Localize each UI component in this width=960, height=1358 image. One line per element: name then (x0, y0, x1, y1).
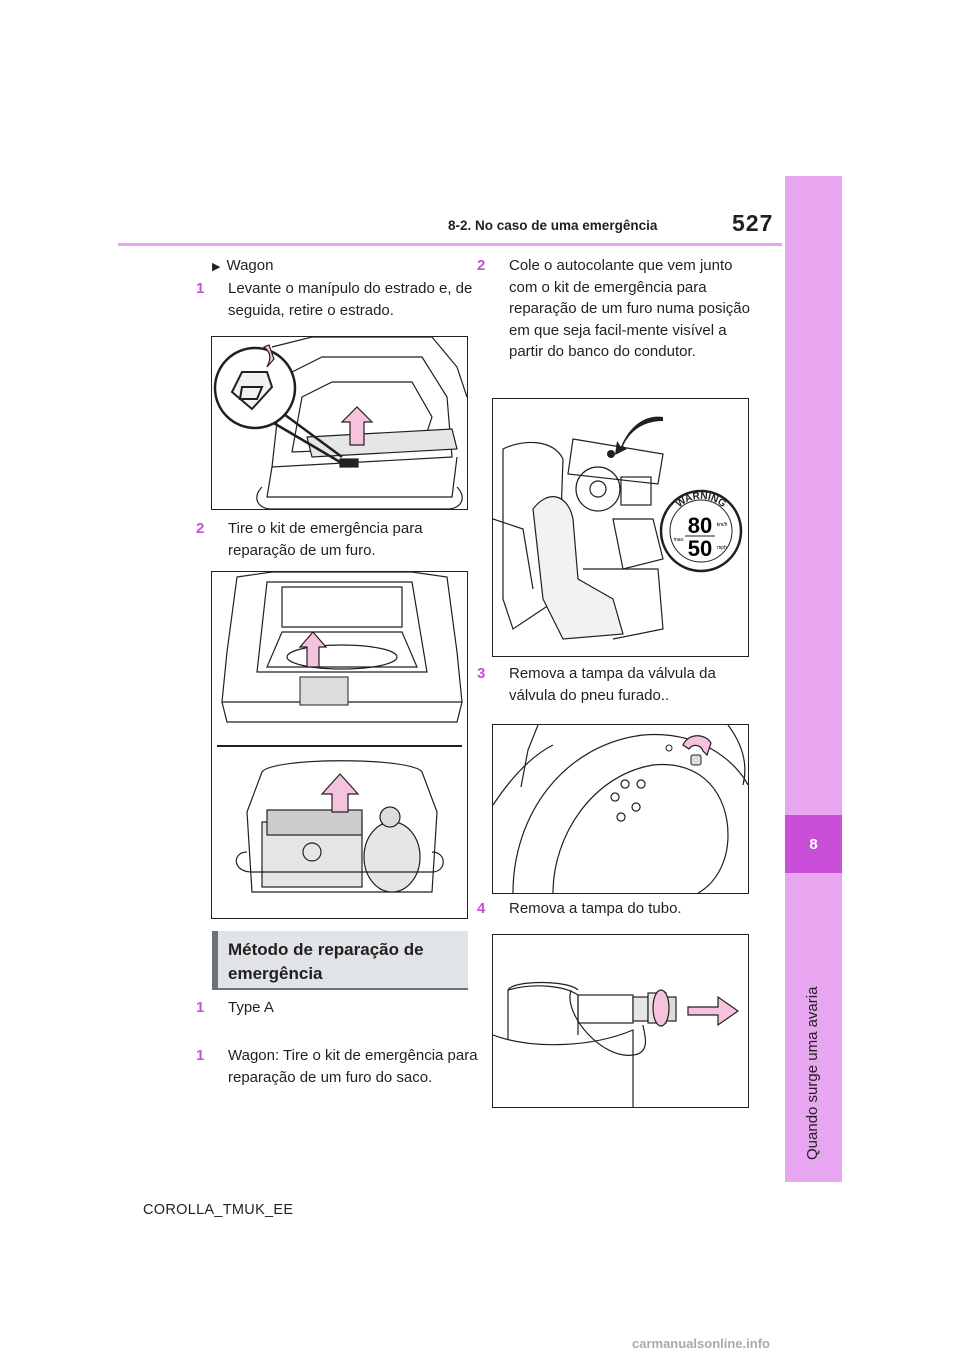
step-number: 2 (477, 257, 486, 274)
sticker-position-dot (607, 450, 615, 458)
section-title: 8-2. No caso de uma emergência (448, 218, 658, 233)
step-text: Remova a tampa do tubo. (509, 900, 682, 917)
figure-trunk-board (211, 336, 468, 510)
chapter-title: Quando surge uma avaria (800, 880, 828, 1160)
chapter-title-text: Quando surge uma avaria (804, 986, 821, 1160)
step-text: Cole o autocolante que vem junto com o k… (509, 257, 750, 360)
step-number: 4 (477, 900, 486, 917)
step-3-remove-valve-cap: 3 Remova a tampa da válvula da válvula do… (477, 663, 764, 706)
triangle-bullet-icon: ▶ (212, 261, 221, 273)
chapter-number-box[interactable]: 8 (785, 815, 842, 873)
speed-top: 80 (688, 513, 712, 538)
document-code: COROLLA_TMUK_EE (143, 1202, 294, 1218)
watermark: carmanualsonline.info (632, 1336, 770, 1351)
wagon-subheading: ▶ Wagon (212, 255, 273, 279)
interior-illustration: WARNING 80 50 km/h mph max. (493, 416, 743, 640)
step-text: Type A (228, 999, 274, 1016)
figure-valve-cap (492, 724, 749, 894)
max-label: max. (674, 537, 685, 543)
up-arrow-icon (340, 406, 374, 446)
step-4-remove-tube-cap: 4 Remova a tampa do tubo. (477, 898, 764, 920)
warning-sticker: WARNING 80 50 km/h mph max. (659, 489, 743, 573)
up-arrow-icon (320, 773, 360, 813)
step-number: 3 (477, 665, 486, 682)
speed-bottom: 50 (688, 536, 712, 561)
step-text: Remova a tampa da válvula da válvula do … (509, 665, 716, 704)
step-text: Levante o manípulo do estrado e, de segu… (228, 280, 473, 319)
wagon-take-kit-item: 1 Wagon: Tire o kit de emergência para re… (196, 1045, 486, 1088)
subheading-text: Wagon (226, 257, 274, 274)
up-arrow-icon (298, 631, 328, 668)
figure-warning-sticker: WARNING 80 50 km/h mph max. (492, 398, 749, 657)
step-text: Tire o kit de emergência para reparação … (228, 520, 423, 559)
emergency-kit-illustration (217, 572, 463, 893)
right-arrow-icon (687, 995, 740, 1027)
heading-underline (212, 988, 468, 990)
step-1-lift-board: 1 Levante o manípulo do estrado e, de seg… (196, 278, 478, 321)
step-number: 2 (196, 520, 205, 537)
figure-emergency-kit (211, 571, 468, 919)
rotate-arrow-icon (652, 989, 670, 1027)
trunk-board-illustration (213, 337, 467, 509)
pointer-arrow-icon (615, 416, 663, 455)
wheel-illustration (493, 725, 748, 893)
type-a-item: 1 Type A (196, 997, 478, 1019)
step-number: 1 (196, 280, 205, 297)
method-heading: Método de reparação de emergência (212, 931, 468, 989)
step-number: 1 (196, 999, 205, 1016)
unit-bottom: mph (717, 545, 727, 551)
page-number: 527 (732, 210, 774, 236)
valve-small (665, 744, 673, 752)
step-number: 1 (196, 1047, 205, 1064)
unit-top: km/h (717, 522, 728, 528)
lift-arrow-icon (262, 344, 275, 368)
step-2-take-kit: 2 Tire o kit de emergência para reparação… (196, 518, 478, 561)
rotate-arrow-icon (682, 735, 712, 757)
step-text: Wagon: Tire o kit de emergência para rep… (228, 1047, 478, 1086)
header-divider (118, 243, 782, 246)
valve-cap (690, 754, 702, 766)
step-2-stick-label: 2 Cole o autocolante que vem junto com o … (477, 255, 764, 363)
figure-tube-cap (492, 934, 749, 1108)
bottle-tube-illustration (493, 981, 740, 1107)
chapter-side-tab (785, 176, 842, 1182)
